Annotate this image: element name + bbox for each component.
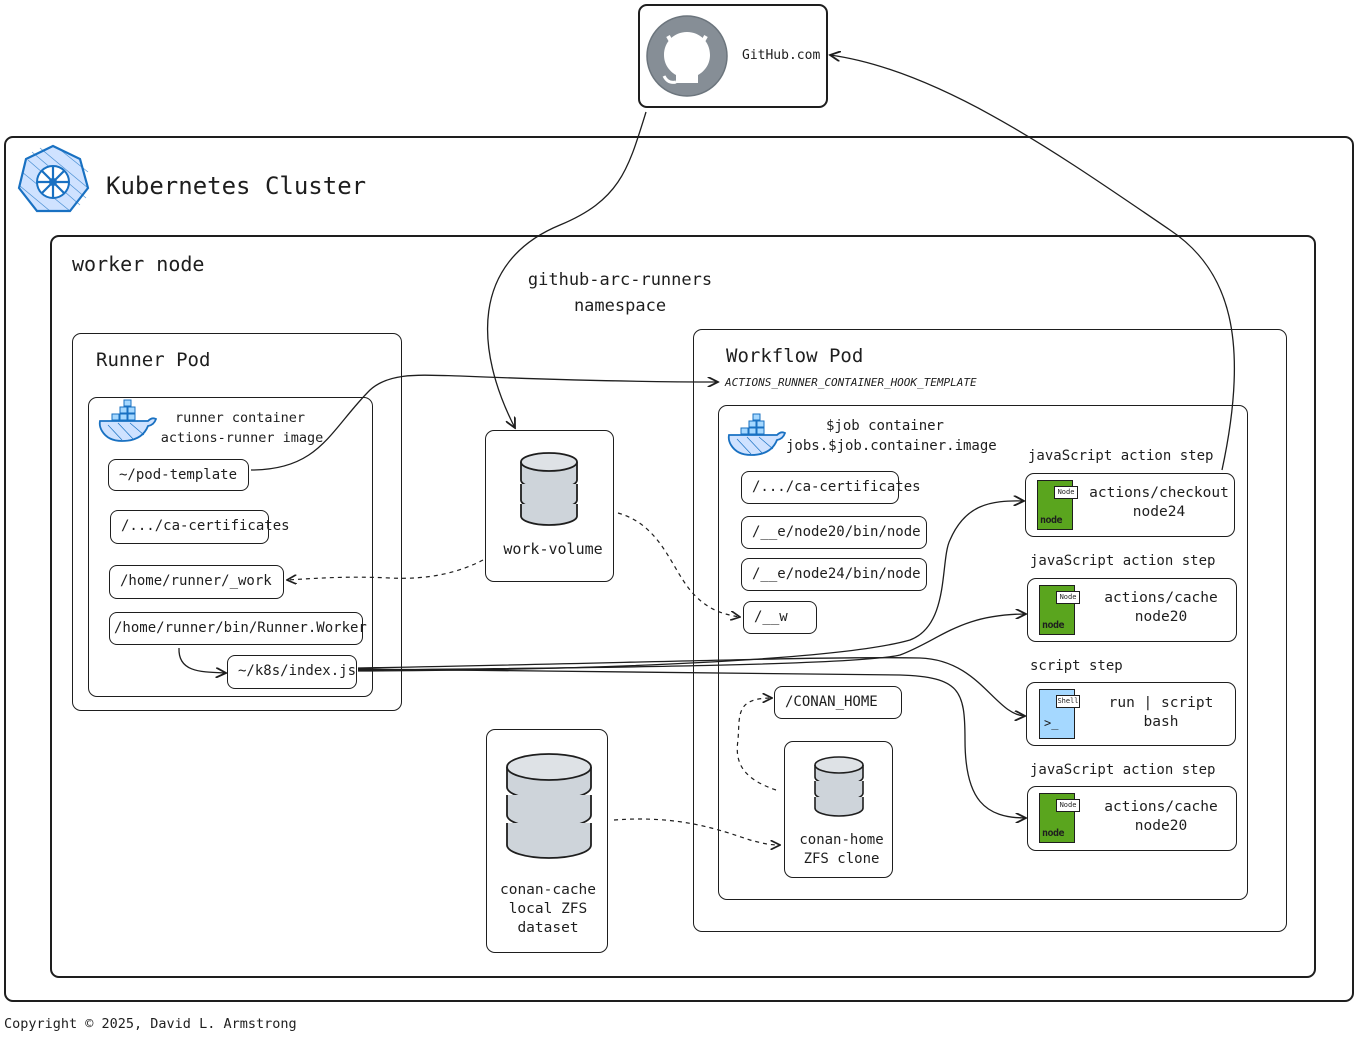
job-path-conan-home: /CONAN_HOME <box>774 686 902 719</box>
work-volume-box <box>485 430 614 582</box>
job-path-w: /__w <box>743 601 817 634</box>
workflow-pod-title: Workflow Pod <box>726 345 864 367</box>
step-4-line2: node20 <box>1134 818 1188 834</box>
step-3-header: script step <box>1030 658 1123 674</box>
worker-node-title: worker node <box>72 252 205 276</box>
runner-path-pod-template: ~/pod-template <box>108 459 249 491</box>
step-3-box <box>1026 682 1236 746</box>
step-3-line1: run | script <box>1108 695 1214 711</box>
nodejs-icon: Node node <box>1039 793 1080 843</box>
step-2-box <box>1027 578 1237 642</box>
runner-path-work: /home/runner/_work <box>109 565 284 599</box>
conan-cache-line1: conan-cache <box>499 882 597 898</box>
job-path-node20: /__e/node20/bin/node <box>741 516 927 549</box>
step-1-line1: actions/checkout <box>1089 485 1229 501</box>
work-volume-label: work-volume <box>503 540 603 558</box>
worker-node-box <box>50 235 1316 978</box>
step-4-box <box>1027 786 1237 851</box>
step-2-line2: node20 <box>1134 609 1188 625</box>
conan-cache-line2: local ZFS <box>508 901 588 917</box>
step-1-line2: node24 <box>1132 504 1186 520</box>
runner-path-runner-worker: /home/runner/bin/Runner.Worker <box>109 612 367 645</box>
runner-container-line2: actions-runner image <box>160 430 324 446</box>
step-2-header: javaScript action step <box>1030 553 1216 569</box>
job-container-line2: jobs.$job.container.image <box>786 438 997 454</box>
job-container-line1: $job container <box>825 418 944 434</box>
job-path-node24: /__e/node24/bin/node <box>741 558 927 591</box>
step-4-line1: actions/cache <box>1104 799 1218 815</box>
runner-path-ca-certificates: /.../ca-certificates <box>110 510 290 544</box>
runner-container-line1: runner container <box>174 410 306 426</box>
job-path-ca-certificates: /.../ca-certificates <box>741 471 921 504</box>
cluster-title: Kubernetes Cluster <box>106 172 367 200</box>
github-label: GitHub.com <box>742 48 821 63</box>
step-1-box <box>1025 473 1235 537</box>
conan-clone-line2: ZFS clone <box>803 851 880 867</box>
runner-path-k8s-index: ~/k8s/index.js <box>227 655 357 689</box>
nodejs-icon: Node node <box>1037 480 1078 530</box>
step-3-line2: bash <box>1143 714 1179 730</box>
copyright-text: Copyright © 2025, David L. Armstrong <box>4 1016 297 1032</box>
kubernetes-cluster-box <box>4 136 1354 1002</box>
hook-template-label: ACTIONS_RUNNER_CONTAINER_HOOK_TEMPLATE <box>725 376 977 389</box>
conan-cache-line3: dataset <box>517 920 579 936</box>
runner-pod-title: Runner Pod <box>96 349 211 371</box>
step-4-header: javaScript action step <box>1030 762 1216 778</box>
step-1-header: javaScript action step <box>1028 448 1214 464</box>
namespace-line1: github-arc-runners <box>527 270 713 290</box>
github-box <box>638 4 828 108</box>
shell-icon: Shell >_ <box>1039 689 1080 739</box>
namespace-line2: namespace <box>573 296 667 316</box>
conan-clone-line1: conan-home <box>799 832 884 848</box>
nodejs-icon: Node node <box>1039 585 1080 635</box>
step-2-line1: actions/cache <box>1104 590 1218 606</box>
